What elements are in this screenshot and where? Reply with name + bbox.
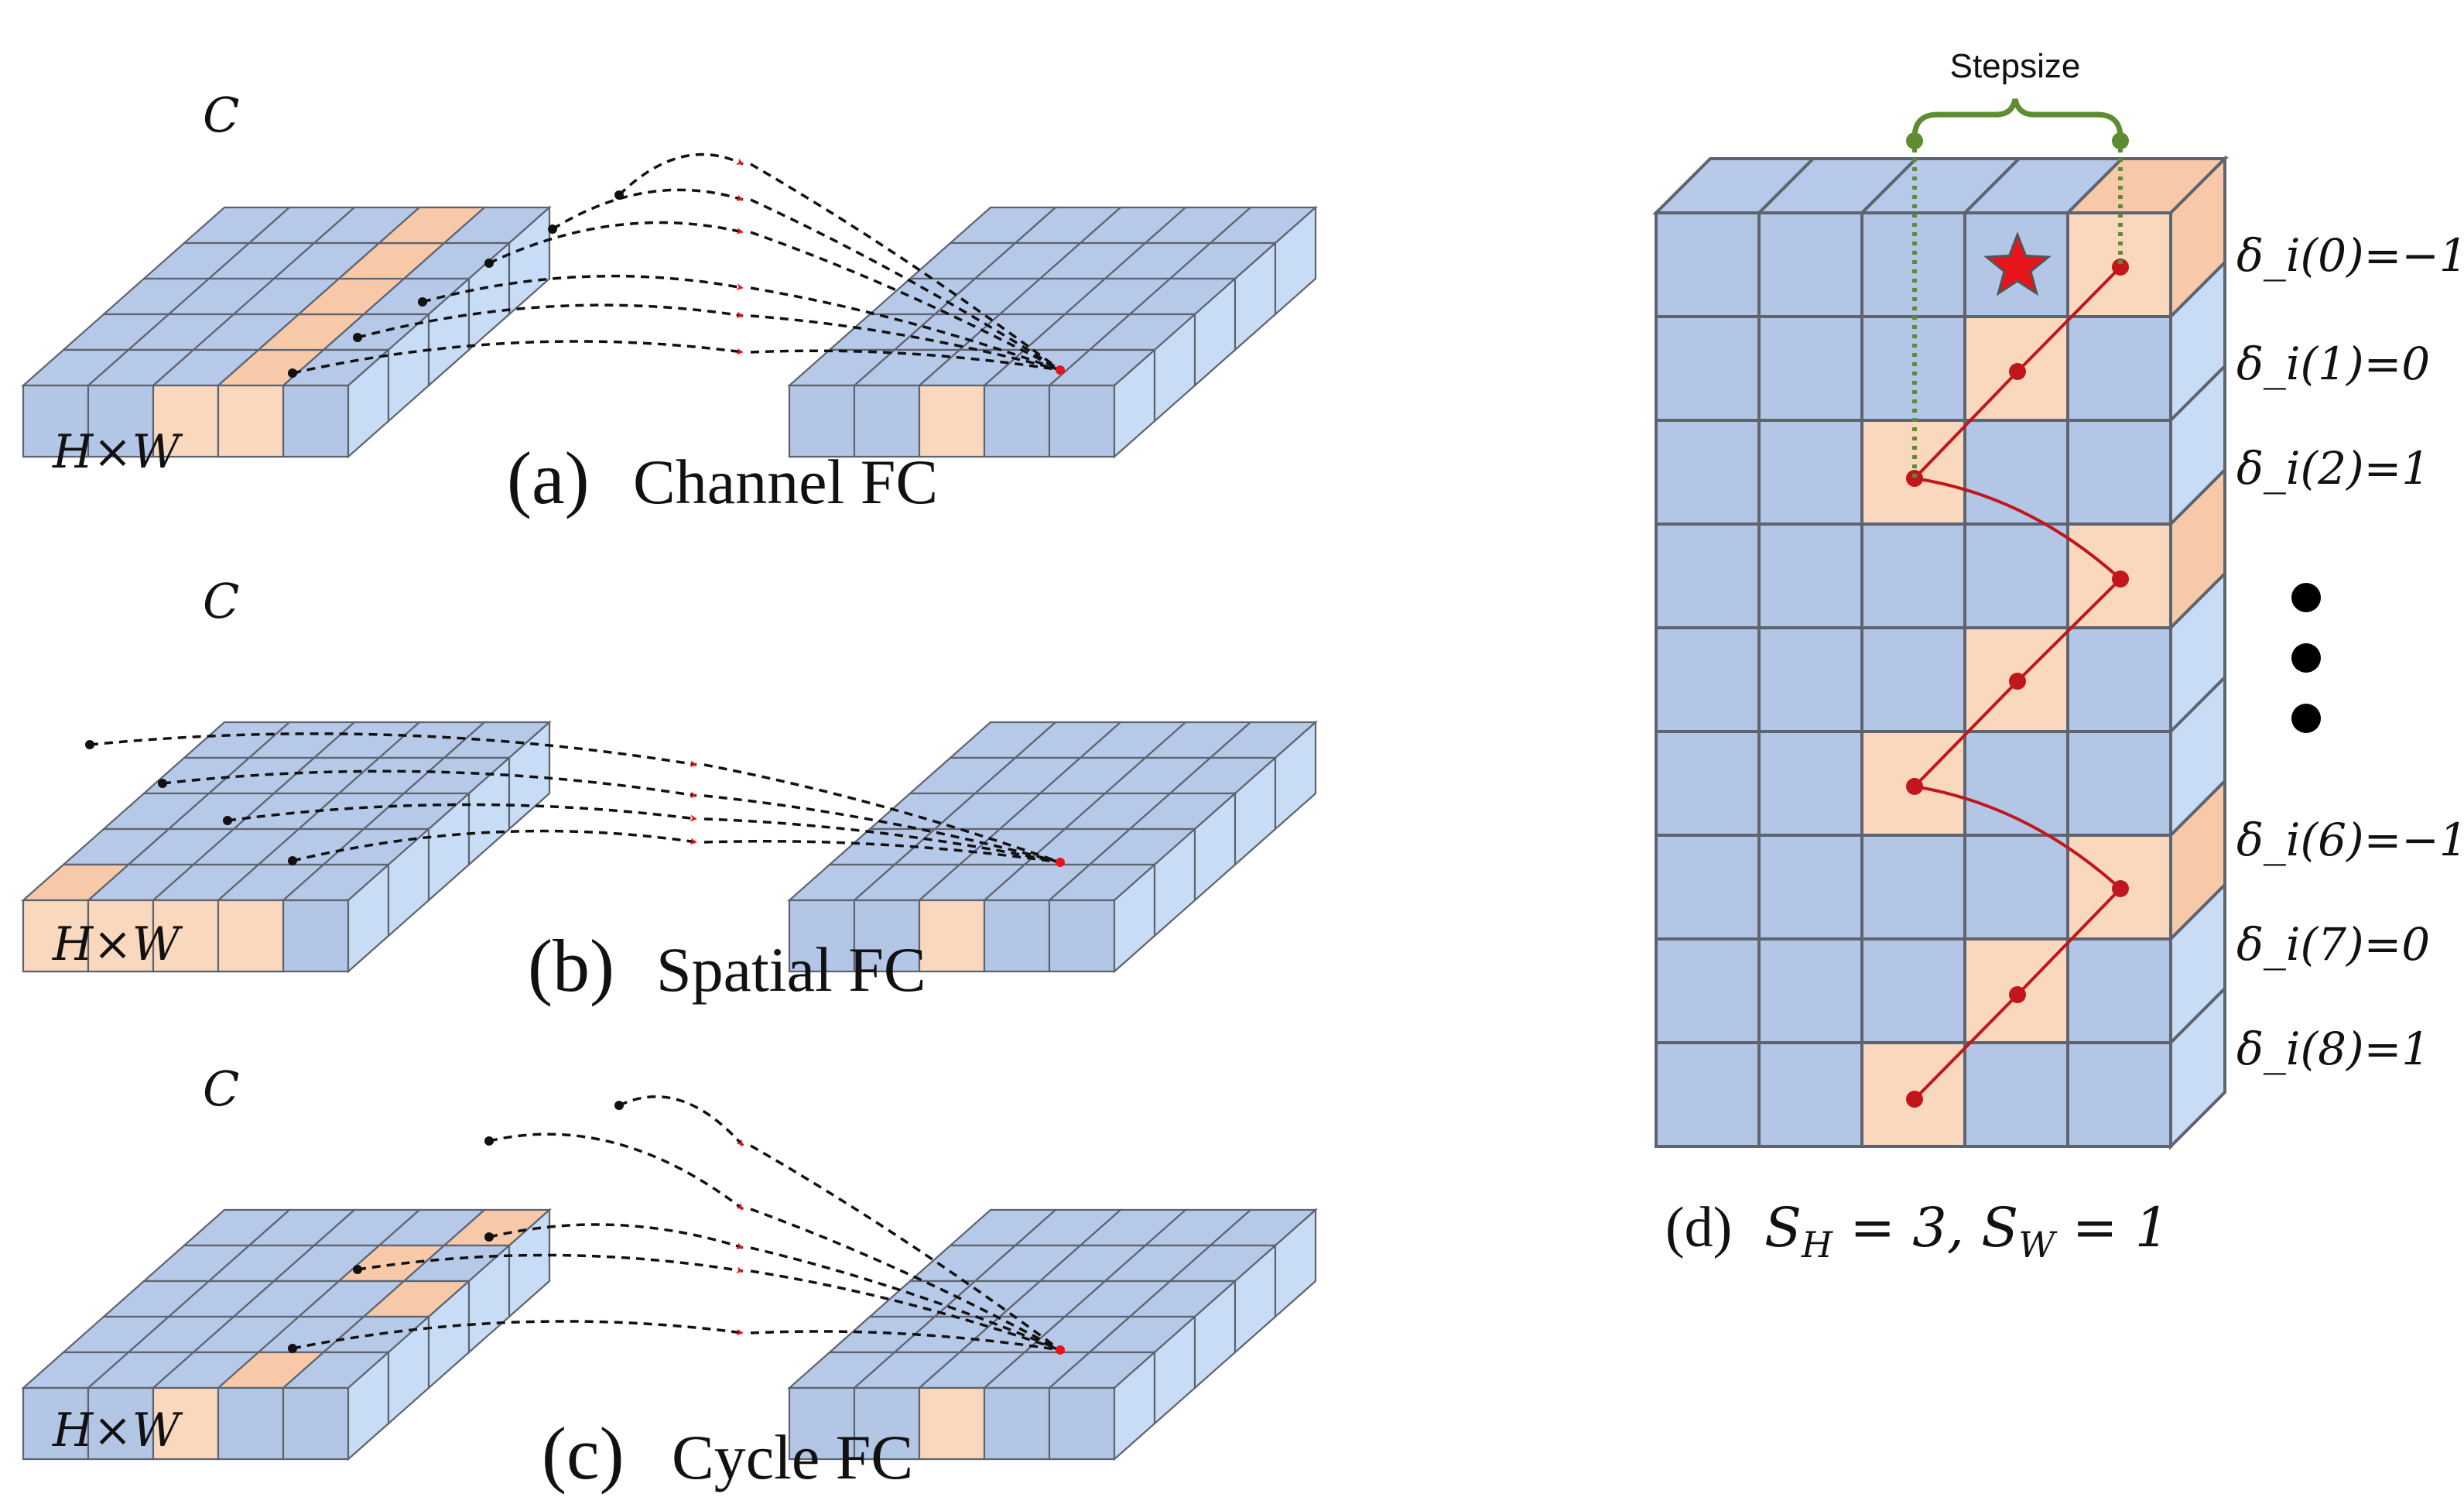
panel-d-grid <box>1652 155 2229 1150</box>
panel-b-caption-text: Spatial FC <box>656 934 926 1005</box>
panel-a-connections <box>288 152 1065 378</box>
offset-label-2: δ_i(2)=1 <box>2236 442 2430 495</box>
offset-label-1: δ_i(1)=0 <box>2236 337 2430 390</box>
ellipsis-dot <box>2291 643 2321 673</box>
offset-label-7: δ_i(7)=0 <box>2236 918 2430 971</box>
offset-labels: δ_i(0)=−1 δ_i(1)=0 δ_i(2)=1 δ_i(6)=−1 δ_… <box>2236 229 2464 1075</box>
panel-b-connections <box>85 732 1065 867</box>
panel-c-hw-label: H×W <box>52 1403 183 1458</box>
panel-d-caption-letter: (d) <box>1665 1196 1732 1259</box>
panel-c-output-block <box>787 1208 1318 1461</box>
panel-c: C H×W (c) Cycle FC <box>21 1060 1318 1495</box>
panel-c-c-label: C <box>203 1060 239 1117</box>
offset-label-0: δ_i(0)=−1 <box>2236 229 2464 282</box>
panel-b-hw-label: H×W <box>52 917 183 971</box>
ellipsis-dots <box>2291 583 2321 733</box>
panel-b-c-label: C <box>203 573 239 629</box>
stepsize-bracket <box>1906 98 2129 478</box>
panel-c-input-block <box>21 1208 552 1461</box>
panel-a-output-block <box>787 205 1318 459</box>
panel-a-hw-label: H×W <box>52 425 183 479</box>
panel-b-input-block <box>21 720 552 974</box>
panel-c-caption-letter: (c) <box>542 1412 625 1495</box>
star-icon <box>1983 231 2052 296</box>
panel-d-caption-math: SH = 3, SW = 1 <box>1764 1196 2169 1266</box>
panel-c-caption-text: Cycle FC <box>672 1422 913 1492</box>
panel-a: C H×W (a) Channel FC <box>21 87 1318 519</box>
panel-a-caption-letter: (a) <box>507 437 590 519</box>
panel-d: Stepsize δ_i(0)=−1 δ_i(1)=0 δ_i(2)=1 δ_i… <box>1652 47 2464 1266</box>
ellipsis-dot <box>2291 583 2321 612</box>
offset-label-8: δ_i(8)=1 <box>2236 1023 2430 1075</box>
panel-c-connections <box>288 1095 1065 1355</box>
offset-label-6: δ_i(6)=−1 <box>2236 814 2464 866</box>
panel-a-input-block <box>21 205 552 459</box>
panel-d-path <box>1906 259 2129 1108</box>
stepsize-label: Stepsize <box>1950 47 2081 85</box>
panel-a-c-label: C <box>203 87 239 143</box>
ellipsis-dot <box>2291 704 2321 733</box>
panel-a-caption-text: Channel FC <box>633 447 938 517</box>
panel-b-output-block <box>787 720 1318 974</box>
panel-b: C H×W (b) Spatial FC <box>21 573 1318 1007</box>
panel-b-caption-letter: (b) <box>528 924 614 1007</box>
